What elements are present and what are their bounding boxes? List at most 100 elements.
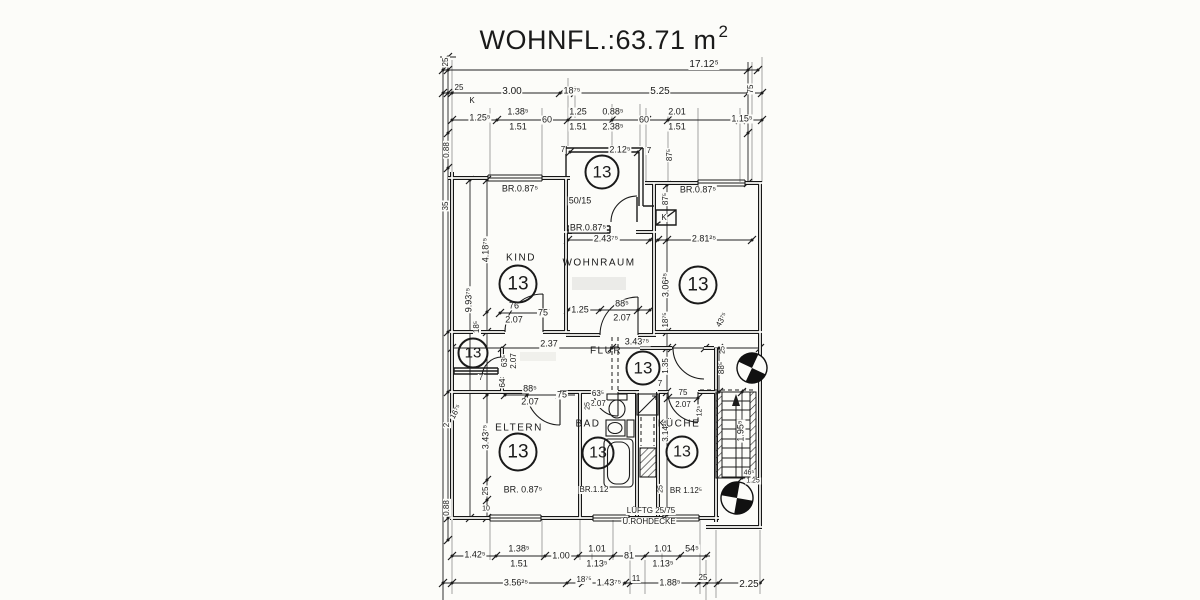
dim-label: 17.12⁵	[688, 59, 720, 70]
unit-circle: 13	[498, 432, 538, 472]
dim-label: 25	[584, 401, 592, 411]
dim-label: 43⁷⁵	[713, 310, 730, 330]
dim-label: 2.81²⁵	[690, 233, 718, 244]
dim-label: 63⁵	[590, 389, 606, 398]
dim-label: 50/15	[567, 195, 593, 206]
dim-label: 4.18⁷⁵	[480, 236, 491, 264]
unit-circle: 13	[457, 337, 489, 369]
dim-label: 25	[453, 83, 465, 92]
dashed-lines	[611, 337, 756, 446]
installation-shaft	[636, 393, 659, 478]
dim-label: 0.88⁵	[601, 106, 625, 117]
dim-label: 25	[481, 485, 490, 497]
dim-label: 1.25	[570, 304, 590, 315]
dim-label: 1.25	[568, 106, 588, 117]
dim-label: 2.25	[738, 579, 760, 590]
dim-label: 2.07	[520, 396, 540, 407]
dim-label: 1.00	[551, 550, 571, 561]
dim-label: 63⁵	[500, 353, 509, 369]
unit-circle: 13	[665, 435, 699, 469]
dim-label: 35	[441, 200, 450, 212]
unit-circle: 13	[625, 350, 661, 386]
dim-label: 2.07	[589, 399, 607, 408]
stair-direction-arrow	[732, 394, 740, 406]
dim-label: 2.07	[509, 352, 518, 370]
dim-label: BR. 0.87⁵	[502, 484, 544, 495]
dim-label: 60	[540, 114, 554, 125]
dim-label: 25	[719, 345, 727, 355]
washbasin-bowl	[607, 421, 623, 435]
dim-label: 1.43⁷⁵	[595, 577, 623, 588]
dim-label: BR.1.12	[578, 485, 610, 494]
dim-label: BR.0.87⁵	[678, 184, 718, 195]
dim-label: 2.07	[612, 312, 632, 323]
dim-label: 1.51	[508, 121, 528, 132]
dim-label: 18⁷⁵	[661, 311, 670, 329]
survey-marker	[720, 481, 754, 515]
dim-label: K	[660, 213, 668, 222]
dim-label: 87⁵	[661, 191, 670, 207]
dim-label: 75	[677, 388, 689, 397]
vent-note-line1: LÜFTG 25/75	[625, 506, 677, 515]
dim-label: 46⁵	[742, 469, 756, 477]
dim-label: 1.25	[745, 477, 761, 485]
dim-label: 75	[555, 389, 569, 400]
dim-label: 3.56²⁵	[502, 577, 530, 588]
room-label-kuche: KÜCHE	[657, 418, 701, 430]
room-label-eltern: ELTERN	[495, 422, 543, 434]
dim-label: 25	[441, 56, 450, 68]
dim-label: 64	[498, 377, 507, 389]
dim-label: 88⁵	[614, 298, 630, 309]
dim-label: 7	[656, 379, 664, 388]
dim-label: 1.42⁵	[463, 549, 487, 560]
dim-label: 1.25⁵	[468, 112, 492, 123]
dim-label: 1.38⁵	[506, 106, 530, 117]
dim-label: 0.88	[442, 499, 451, 517]
plan-title-text: WOHNFL.:63.71 m	[479, 25, 717, 55]
dim-label: 1.01	[653, 543, 673, 554]
plan-title-superscript: 2	[718, 22, 729, 41]
bath-cabinet	[626, 419, 635, 438]
dim-label: 12⁵	[696, 404, 704, 418]
dim-label: 25	[657, 484, 665, 494]
dim-label: 2.12⁵	[608, 144, 632, 155]
room-label-flur: FLUR	[589, 345, 623, 357]
unit-circle: 13	[678, 265, 718, 305]
dim-label: 88⁵	[717, 360, 726, 376]
dim-label: 18⁵	[472, 319, 481, 335]
dim-label: 87⁵	[665, 147, 674, 163]
dim-label: 1.38⁵	[507, 543, 531, 554]
dim-label: K	[468, 96, 476, 105]
dim-label: 2.01	[667, 106, 687, 117]
scan-smudge	[520, 352, 556, 361]
dim-label: 3.06²⁵	[660, 271, 671, 299]
dim-label: 2.07	[504, 314, 524, 325]
dim-label: 1.35	[661, 357, 670, 375]
dim-label: 7	[645, 146, 653, 155]
dim-label: 81	[622, 550, 636, 561]
dim-label: 11	[630, 574, 642, 583]
unit-circle: 13	[498, 264, 538, 304]
staircase	[715, 391, 757, 479]
dim-label: BR.0.87⁵	[500, 183, 540, 194]
dim-label: 1.13⁵	[651, 558, 675, 569]
dim-label: 16⁷⁵	[447, 402, 464, 422]
dim-label: 3.43⁷⁵	[480, 423, 491, 451]
dim-label: 88⁵	[522, 383, 538, 394]
dim-label: 7	[477, 373, 485, 382]
dim-label: 54⁵	[684, 543, 700, 554]
dim-label: 60	[637, 114, 651, 125]
room-label-bad: BAD	[575, 418, 601, 430]
unit-circle: 13	[581, 436, 615, 470]
dim-label: 1.95⁵	[735, 419, 746, 443]
dim-label: 1.01	[587, 543, 607, 554]
vent-note-line2: Ü.ROHDECKE	[621, 517, 677, 526]
dim-label: 3.43⁷⁵	[623, 336, 651, 347]
dim-label: 2.37	[539, 338, 559, 349]
dim-label: 1.51	[667, 121, 687, 132]
dim-label: 7	[559, 145, 567, 154]
dim-label: 10	[481, 505, 491, 513]
